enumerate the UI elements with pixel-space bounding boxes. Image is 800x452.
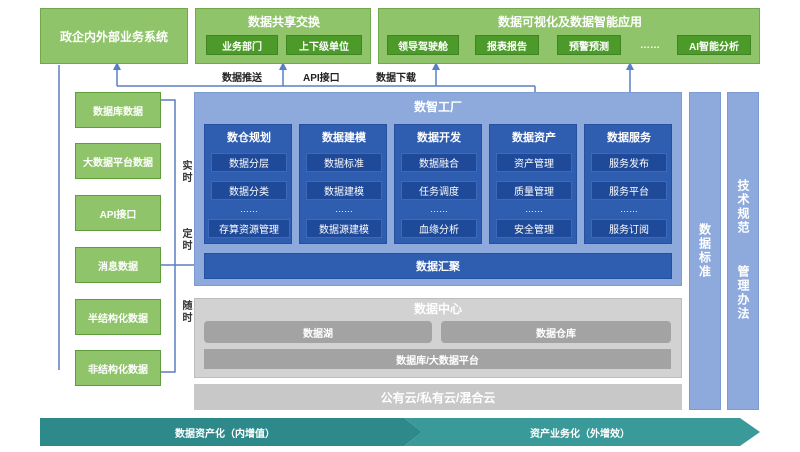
data-standard-bar: 数据标准 [689,92,721,410]
data-center-title: 数据中心 [413,301,462,316]
timing-realtime: 实时 [180,160,191,184]
gov-system-box: 政企内外部业务系统 [40,8,188,64]
factory-column-services: 数据服务 服务发布 服务平台 …… 服务订阅 [584,124,672,244]
source-api[interactable]: API接口 [75,195,161,231]
visual-box: 数据可视化及数据智能应用 领导驾驶舱 报表报告 预警预测 …… AI智能分析 [378,8,760,64]
factory-column-development: 数据开发 数据融合 任务调度 …… 血缘分析 [394,124,482,244]
gov-system-label: 政企内外部业务系统 [59,29,168,44]
visual-item-report[interactable]: 报表报告 [475,35,539,55]
column-dots: …… [430,204,448,214]
arrow-right-shape [404,418,760,446]
source-database[interactable]: 数据库数据 [75,92,161,128]
visual-item-cockpit[interactable]: 领导驾驶舱 [387,35,459,55]
column-item[interactable]: 数据标准 [306,153,382,172]
column-title: 数仓规划 [227,132,271,144]
spec-mgmt-bar: 技术规范 管理办法 [727,92,759,410]
mgmt-method-label: 管理办法 [736,265,750,321]
column-item[interactable]: 服务平台 [591,181,667,200]
data-lake-bar[interactable]: 数据湖 [204,321,432,343]
column-dots: …… [525,204,543,214]
column-title: 数据开发 [417,132,461,144]
data-gather-bar[interactable]: 数据汇聚 [204,253,672,279]
source-semistructured[interactable]: 半结构化数据 [75,299,161,335]
factory-column-assets: 数据资产 资产管理 质量管理 …… 安全管理 [489,124,577,244]
column-title: 数据建模 [322,132,366,144]
column-item[interactable]: 数据源建模 [306,219,382,238]
label-api: API接口 [303,73,340,84]
label-data-download: 数据下载 [376,73,416,84]
sharing-item-business[interactable]: 业务部门 [206,35,278,55]
sharing-title: 数据共享交换 [247,14,320,29]
sharing-item-units[interactable]: 上下级单位 [286,35,362,55]
label-data-push: 数据推送 [222,73,262,84]
column-dots: …… [240,204,258,214]
column-title: 数据资产 [512,132,556,144]
factory-column-modeling: 数据建模 数据标准 数据建模 …… 数据源建模 [299,124,387,244]
column-item[interactable]: 质量管理 [496,181,572,200]
source-bigdata[interactable]: 大数据平台数据 [75,143,161,179]
data-warehouse-bar[interactable]: 数据仓库 [441,321,671,343]
factory-column-warehouse: 数仓规划 数据分层 数据分类 …… 存算资源管理 [204,124,292,244]
tech-spec-label: 技术规范 [736,179,750,235]
visual-item-warning[interactable]: 预警预测 [557,35,621,55]
arrow-left-shape [40,418,422,446]
column-item[interactable]: 数据建模 [306,181,382,200]
database-platform-bar[interactable]: 数据库/大数据平台 [204,349,671,369]
column-item[interactable]: 安全管理 [496,219,572,238]
column-item[interactable]: 存算资源管理 [208,219,290,238]
data-standard-label: 数据标准 [697,223,712,279]
bottom-right-label: 资产业务化（外增效） [530,428,630,440]
visual-item-ai[interactable]: AI智能分析 [677,35,751,55]
column-item[interactable]: 资产管理 [496,153,572,172]
factory-title: 数智工厂 [413,99,462,114]
column-item[interactable]: 服务发布 [591,153,667,172]
bottom-arrows [40,418,760,446]
sharing-box: 数据共享交换 业务部门 上下级单位 [195,8,371,64]
column-item[interactable]: 任务调度 [401,181,477,200]
column-item[interactable]: 服务订阅 [591,219,667,238]
visual-item-more: …… [640,39,660,51]
bottom-left-label: 数据资产化（内增值） [175,428,275,440]
timing-scheduled: 定时 [180,228,191,252]
timing-anytime: 随时 [180,300,191,324]
source-unstructured[interactable]: 非结构化数据 [75,350,161,386]
column-title: 数据服务 [607,132,651,144]
column-item[interactable]: 数据分层 [211,153,287,172]
column-item[interactable]: 数据融合 [401,153,477,172]
column-dots: …… [335,204,353,214]
column-dots: …… [620,204,638,214]
column-item[interactable]: 数据分类 [211,181,287,200]
source-message[interactable]: 消息数据 [75,247,161,283]
column-item[interactable]: 血缘分析 [401,219,477,238]
cloud-bar[interactable]: 公有云/私有云/混合云 [194,384,682,410]
visual-title: 数据可视化及数据智能应用 [497,14,642,29]
